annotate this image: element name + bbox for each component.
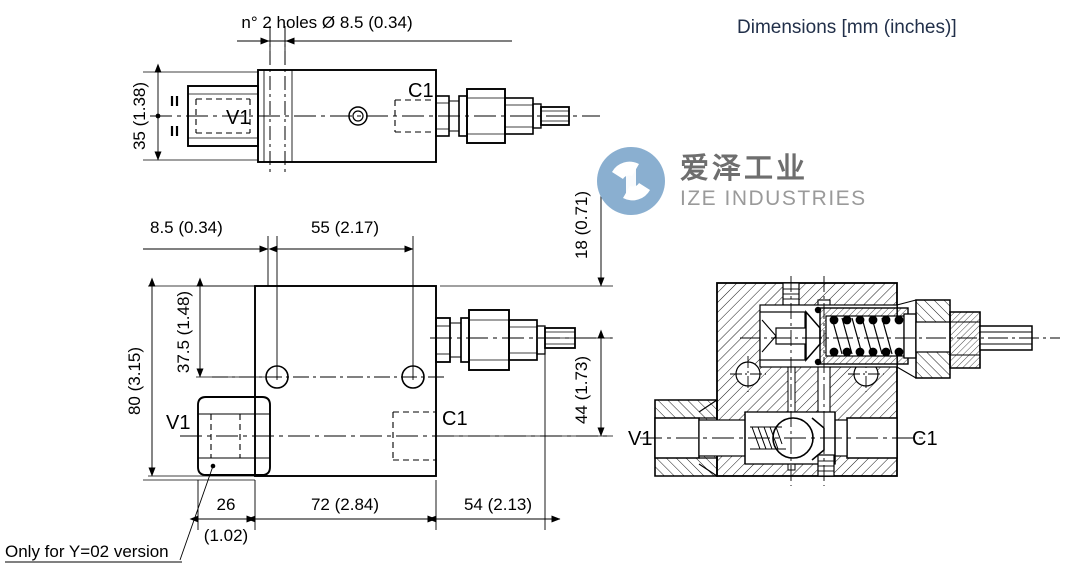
- dim-44: 44 (1.73): [572, 356, 591, 424]
- dim-55: 55 (2.17): [311, 218, 379, 237]
- dim-8-5: 8.5 (0.34): [150, 218, 223, 237]
- section-view: [640, 276, 1060, 486]
- page-title: Dimensions [mm (inches)]: [737, 17, 957, 38]
- dim-54: 54 (2.13): [464, 495, 532, 514]
- top-view-port-v1: V1: [226, 107, 250, 129]
- dim-26-inch: (1.02): [204, 526, 248, 545]
- top-view-port-c1: C1: [408, 80, 434, 102]
- section-view-port-c1: C1: [912, 428, 938, 450]
- front-view-port-c1: C1: [442, 408, 468, 430]
- footnote-y02: Only for Y=02 version: [5, 542, 169, 561]
- front-view: [5, 182, 613, 563]
- top-view: [143, 26, 600, 172]
- section-view-port-v1: V1: [628, 428, 652, 450]
- dim-18: 18 (0.71): [572, 191, 591, 259]
- dim-80: 80 (3.15): [125, 347, 144, 415]
- dim-72: 72 (2.84): [311, 495, 379, 514]
- front-view-port-v1: V1: [166, 412, 190, 434]
- dim-35: 35 (1.38): [130, 82, 149, 150]
- dim-37-5: 37.5 (1.48): [174, 291, 193, 373]
- dim-26: 26: [217, 495, 236, 514]
- note-two-holes: n° 2 holes Ø 8.5 (0.34): [241, 13, 412, 32]
